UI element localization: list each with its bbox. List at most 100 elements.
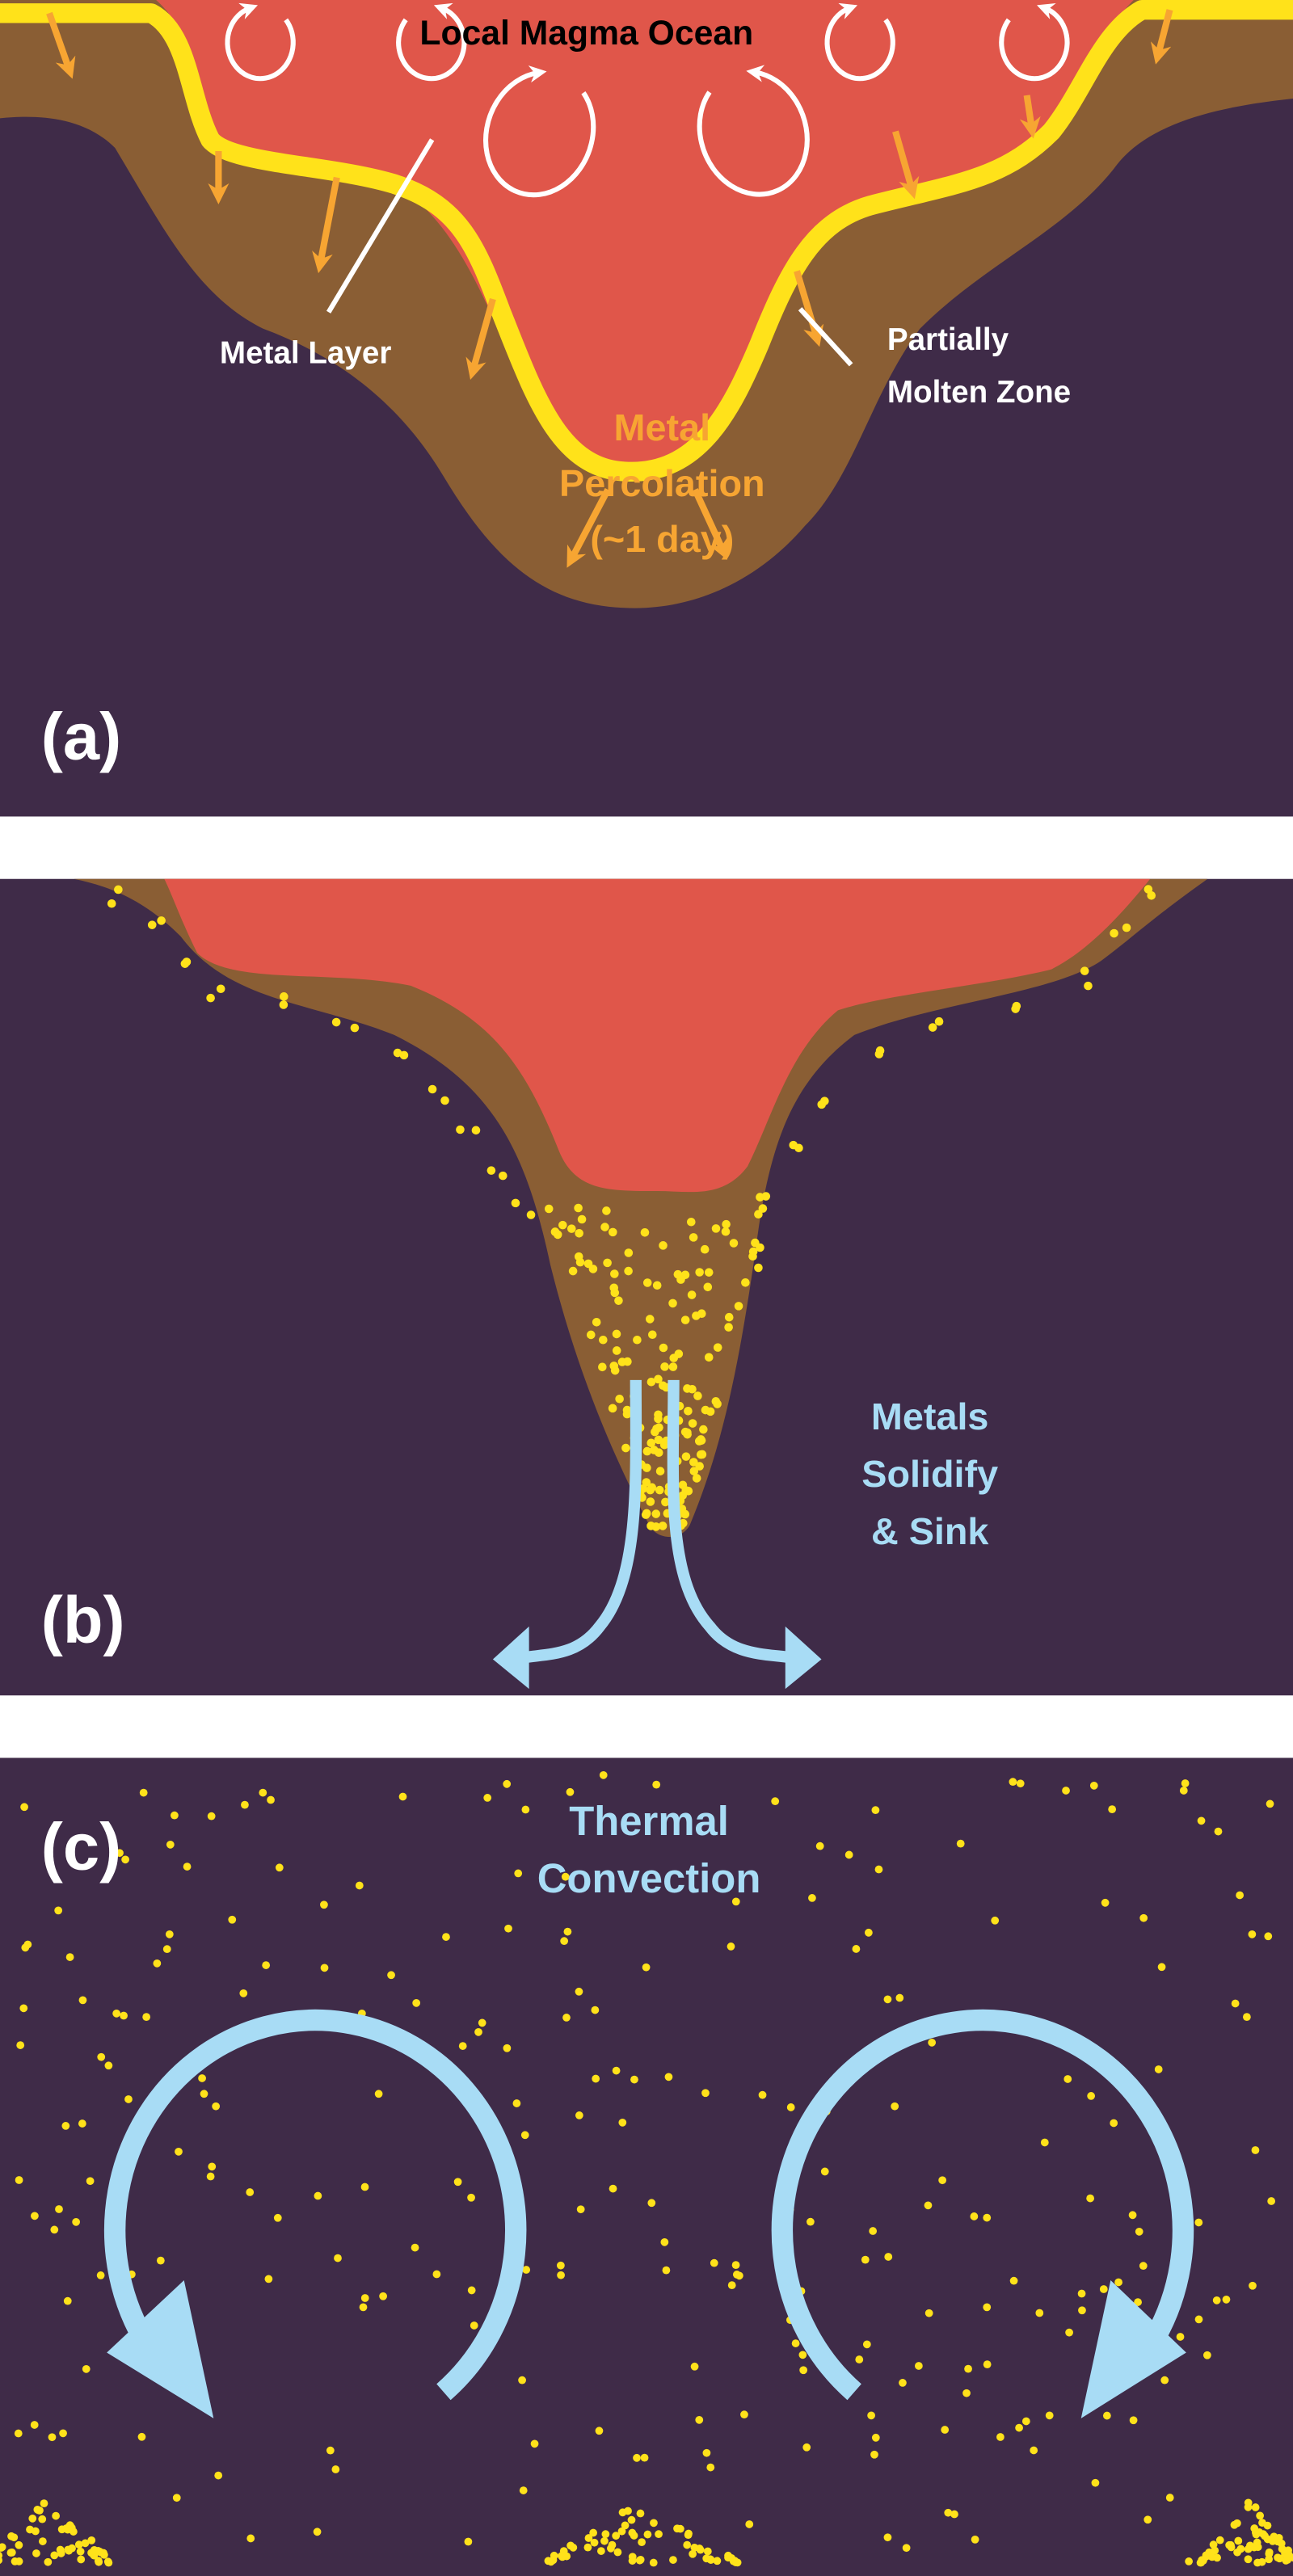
metal-droplet: [1129, 2416, 1138, 2425]
metal-droplet: [1009, 2276, 1018, 2285]
metal-droplet: [120, 2011, 128, 2020]
metal-droplet: [756, 1193, 764, 1202]
metal-droplet: [820, 2167, 829, 2176]
metal-droplet: [608, 1404, 617, 1413]
metal-droplet: [690, 2362, 699, 2371]
metal-droplet: [511, 1198, 520, 1208]
metal-droplet: [427, 1084, 437, 1094]
metal-droplet: [807, 2217, 815, 2226]
metal-droplet: [862, 2340, 871, 2349]
metal-droplet: [659, 1381, 668, 1391]
metal-droplet: [471, 1126, 481, 1135]
metal-droplet: [874, 1050, 884, 1059]
metal-droplet: [689, 1467, 699, 1475]
metal-droplet: [474, 2027, 482, 2036]
metal-droplet: [713, 2557, 722, 2565]
metal-droplet: [1016, 1779, 1025, 1788]
arrowhead-right-icon: [1080, 2280, 1186, 2418]
metal-droplet: [684, 1406, 693, 1416]
metal-droplet: [1231, 1999, 1240, 2008]
metal-droplet: [693, 1391, 702, 1400]
metal-droplet: [711, 1224, 721, 1233]
metal-droplet: [689, 1233, 698, 1242]
metal-droplet: [216, 984, 225, 994]
metal-droplet: [724, 2551, 732, 2560]
metal-droplet: [659, 1343, 668, 1353]
metal-droplet: [1021, 2417, 1030, 2426]
metal-droplet: [44, 2557, 53, 2566]
metal-droplet: [530, 2439, 539, 2448]
metal-droplet: [852, 1945, 861, 1953]
metal-droplet: [678, 1480, 688, 1490]
metal-droplet: [609, 2184, 617, 2193]
metal-droplet: [440, 1096, 449, 1105]
metal-droplet: [267, 1795, 275, 1804]
metal-droplet: [1215, 2536, 1224, 2544]
metal-droplet: [1128, 2211, 1137, 2220]
label-thermal: Thermal: [569, 1798, 729, 1844]
metal-droplet: [1099, 2285, 1108, 2293]
metal-droplet: [962, 2389, 971, 2397]
metal-droplet: [624, 1266, 633, 1276]
metal-droplet: [799, 2366, 808, 2375]
metal-droplet: [1263, 2535, 1272, 2544]
metal-droplet: [748, 1252, 757, 1261]
metal-droplet: [121, 1855, 130, 1864]
metal-droplet: [52, 2511, 61, 2520]
metal-droplet: [78, 1996, 87, 2005]
metal-droplet: [1110, 2119, 1118, 2128]
metal-droplet: [740, 2410, 748, 2419]
metal-droplet: [566, 2541, 575, 2550]
metal-droplet: [1157, 1963, 1166, 1972]
metal-droplet: [48, 2433, 57, 2442]
metal-droplet: [103, 2557, 112, 2566]
arrowhead-right-icon: [785, 1626, 822, 1690]
metal-droplet: [314, 2191, 322, 2200]
metal-droplet: [165, 1930, 174, 1938]
metal-droplet: [754, 1210, 763, 1219]
metal-droplet: [1236, 1891, 1245, 1900]
metal-droplet: [1246, 2541, 1254, 2550]
metal-droplet: [713, 1400, 722, 1408]
metal-droplet: [789, 1140, 798, 1150]
metal-droplet: [724, 1323, 733, 1332]
metal-droplet: [87, 2549, 95, 2557]
metal-droplet: [55, 2205, 63, 2213]
metal-droplet: [727, 2281, 736, 2290]
metal-droplet: [654, 1410, 663, 1420]
metal-droplet: [1078, 2306, 1086, 2315]
sinking-arrows: [512, 1379, 802, 1665]
metal-droplet: [689, 2549, 697, 2558]
metal-droplet: [883, 1995, 892, 2004]
metal-droplet: [50, 2551, 59, 2560]
metal-droplet: [941, 2426, 950, 2434]
metal-droplet: [54, 1906, 63, 1915]
metal-droplet: [33, 2505, 42, 2514]
metal-droplet: [576, 2205, 585, 2214]
metal-droplet: [599, 1770, 608, 1779]
metal-droplet: [142, 2013, 151, 2021]
metal-droplet: [575, 1257, 585, 1267]
metal-droplet: [20, 1803, 28, 1812]
metal-droplet: [1249, 2281, 1257, 2290]
metal-droplet: [601, 2530, 610, 2539]
metal-droplet: [655, 1485, 664, 1495]
metal-droplet: [731, 2558, 740, 2567]
metal-droplet: [891, 2102, 899, 2111]
metal-droplet: [81, 2539, 90, 2548]
metal-droplet: [1154, 2065, 1163, 2073]
metal-droplet: [660, 1362, 669, 1371]
metal-droplet: [944, 2508, 953, 2517]
metal-droplet: [645, 1315, 655, 1324]
metal-droplet: [1185, 2557, 1193, 2565]
metal-droplet: [279, 1000, 289, 1009]
metal-droplet: [116, 1849, 124, 1858]
metal-droplet: [699, 1425, 708, 1434]
metal-droplet: [1143, 2515, 1152, 2524]
metal-droplet: [398, 1792, 407, 1801]
metal-droplet: [520, 2131, 529, 2140]
metal-droplet: [592, 1318, 601, 1327]
metal-droplet: [15, 2176, 23, 2184]
metal-droplet: [706, 2463, 715, 2472]
metal-droplet: [964, 2364, 972, 2373]
